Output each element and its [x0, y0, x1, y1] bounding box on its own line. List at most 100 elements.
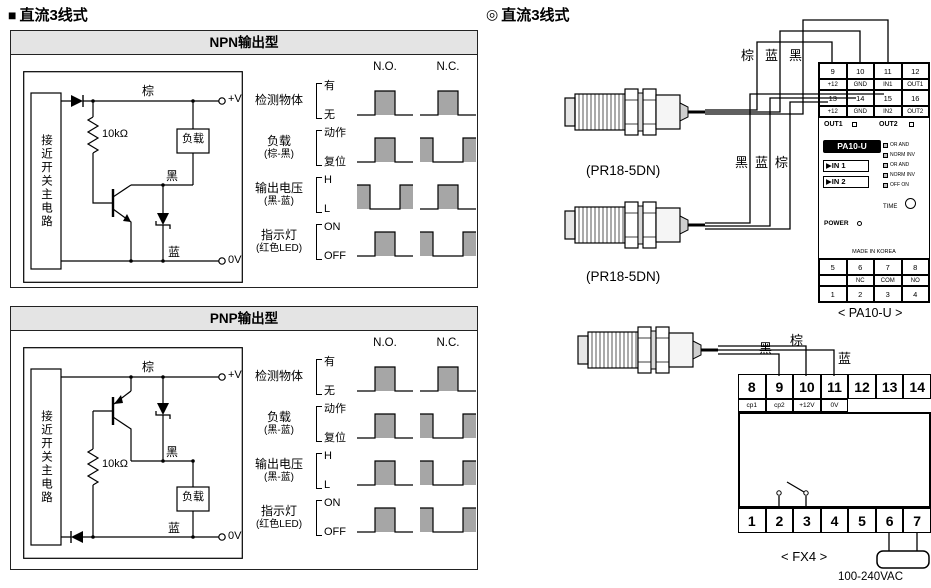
origin-label: MADE IN KOREA — [852, 249, 896, 255]
terminal-label — [848, 399, 876, 412]
power-label: POWER — [824, 220, 849, 227]
terminal-number: 9 — [819, 63, 847, 79]
in2-indicator: ▶IN 2 — [823, 176, 869, 188]
terminal-zero-v-label: 0V — [228, 254, 242, 266]
timing-row-label: 输出电压(黑-蓝) — [254, 457, 303, 483]
waveform-nc-inverted — [420, 412, 476, 439]
timing-row-label: 输出电压(黑-蓝) — [254, 181, 303, 207]
timing-states: 有无 — [324, 355, 335, 397]
waveform-no-pulse — [357, 89, 413, 116]
terminal-number: 2 — [846, 286, 874, 302]
out2-led-icon — [909, 122, 914, 127]
waveform-no-pulse — [357, 230, 413, 257]
terminal-number: 12 — [848, 374, 876, 399]
terminal-number: 13 — [875, 374, 904, 399]
terminal-number: 7 — [874, 259, 902, 275]
main-circuit-label: 接近开关主电路 — [40, 133, 52, 229]
wire-label-blue: 蓝 — [167, 245, 182, 259]
terminal-number: 6 — [875, 508, 904, 533]
terminal-label: OUT1 — [901, 79, 929, 90]
dip-switch-row: NORM INV — [883, 170, 927, 180]
wire-label-brown: 棕 — [741, 48, 755, 63]
wire-label-blue: 蓝 — [765, 48, 779, 63]
terminal-label: IN2 — [874, 106, 902, 117]
waveform-nc-inverted — [420, 136, 476, 163]
power-rating-label: 100-240VAC — [838, 571, 903, 583]
waveform-nc-pulse — [420, 89, 476, 116]
dip-switch-row: NORM INV — [883, 150, 927, 160]
waveform-no-pulse — [357, 506, 413, 533]
dip-switch-icon — [883, 182, 888, 188]
timing-row: 负载(黑-蓝)动作复位 — [243, 400, 477, 447]
section-header-right: ◎ 直流3线式 — [486, 4, 570, 25]
terminal-number: 16 — [901, 90, 929, 106]
timing-row-label: 指示灯(红色LED) — [255, 504, 303, 530]
terminal-label — [903, 399, 931, 412]
main-circuit-label: 接近开关主电路 — [40, 409, 52, 505]
timing-row: 负载(棕-黑)动作复位 — [243, 124, 477, 171]
terminal-label: GND — [846, 79, 874, 90]
fx4-caption: < FX4 > — [781, 549, 828, 564]
square-bullet-icon: ■ — [8, 6, 17, 23]
pnp-circuit-svg — [23, 347, 243, 559]
terminal-number: 14 — [903, 374, 931, 399]
column-header-nc: N.C. — [436, 337, 460, 349]
bracket — [316, 82, 322, 119]
terminal-number: 13 — [819, 90, 847, 106]
load-box-label: 负载 — [182, 491, 204, 503]
terminal-number: 7 — [903, 508, 931, 533]
terminal-number: 4 — [820, 508, 849, 533]
terminal-plus-v-label: +V — [228, 369, 242, 381]
fx4-body — [738, 412, 931, 508]
terminal-number: 5 — [848, 508, 876, 533]
npn-circuit-diagram: 接近开关主电路 棕 黑 蓝 +V 0V 10kΩ 负载 — [23, 71, 243, 283]
proximity-sensor-1 — [563, 87, 707, 137]
terminal-number: 1 — [738, 508, 766, 533]
wire-label-brown: 棕 — [141, 360, 156, 374]
timing-states: 动作复位 — [324, 402, 346, 444]
waveform-nc-inverted — [420, 459, 476, 486]
timing-states: 有无 — [324, 79, 335, 121]
power-cord — [888, 533, 918, 551]
terminal-plus-v-label: +V — [228, 93, 242, 105]
section-title-right: 直流3线式 — [501, 7, 570, 24]
terminal-number: 9 — [765, 374, 794, 399]
bracket — [316, 405, 322, 442]
terminal-number: 11 — [874, 63, 902, 79]
terminal-label — [876, 399, 904, 412]
bracket — [316, 499, 322, 536]
bracket — [316, 223, 322, 260]
wire-label-black: 黑 — [165, 445, 180, 459]
waveform-no-pulse — [357, 365, 413, 392]
timing-row: 检测物体 有无 — [243, 353, 477, 400]
sensor2-model-label: (PR18-5DN) — [586, 269, 661, 284]
terminal-number: 2 — [765, 508, 794, 533]
waveform-nc-pulse — [420, 183, 476, 210]
section-title-left: 直流3线式 — [19, 7, 88, 24]
pnp-output-panel: PNP输出型 — [10, 306, 478, 570]
waveform-no-inverted — [357, 183, 413, 210]
terminal-label: 0V — [820, 399, 849, 412]
waveform-nc-inverted — [420, 230, 476, 257]
double-circle-bullet-icon: ◎ — [486, 6, 499, 22]
pnp-circuit-diagram: 接近开关主电路 棕 黑 蓝 +V 0V 10kΩ 负载 — [23, 347, 243, 559]
resistor-label: 10kΩ — [101, 458, 129, 470]
waveform-no-pulse — [357, 459, 413, 486]
timing-row-label: 检测物体 — [254, 369, 303, 384]
terminal-label: IN1 — [874, 79, 902, 90]
terminal-number: 14 — [846, 90, 874, 106]
out2-label: OUT2 — [879, 121, 898, 128]
timing-row: 检测物体有无 — [243, 77, 477, 124]
